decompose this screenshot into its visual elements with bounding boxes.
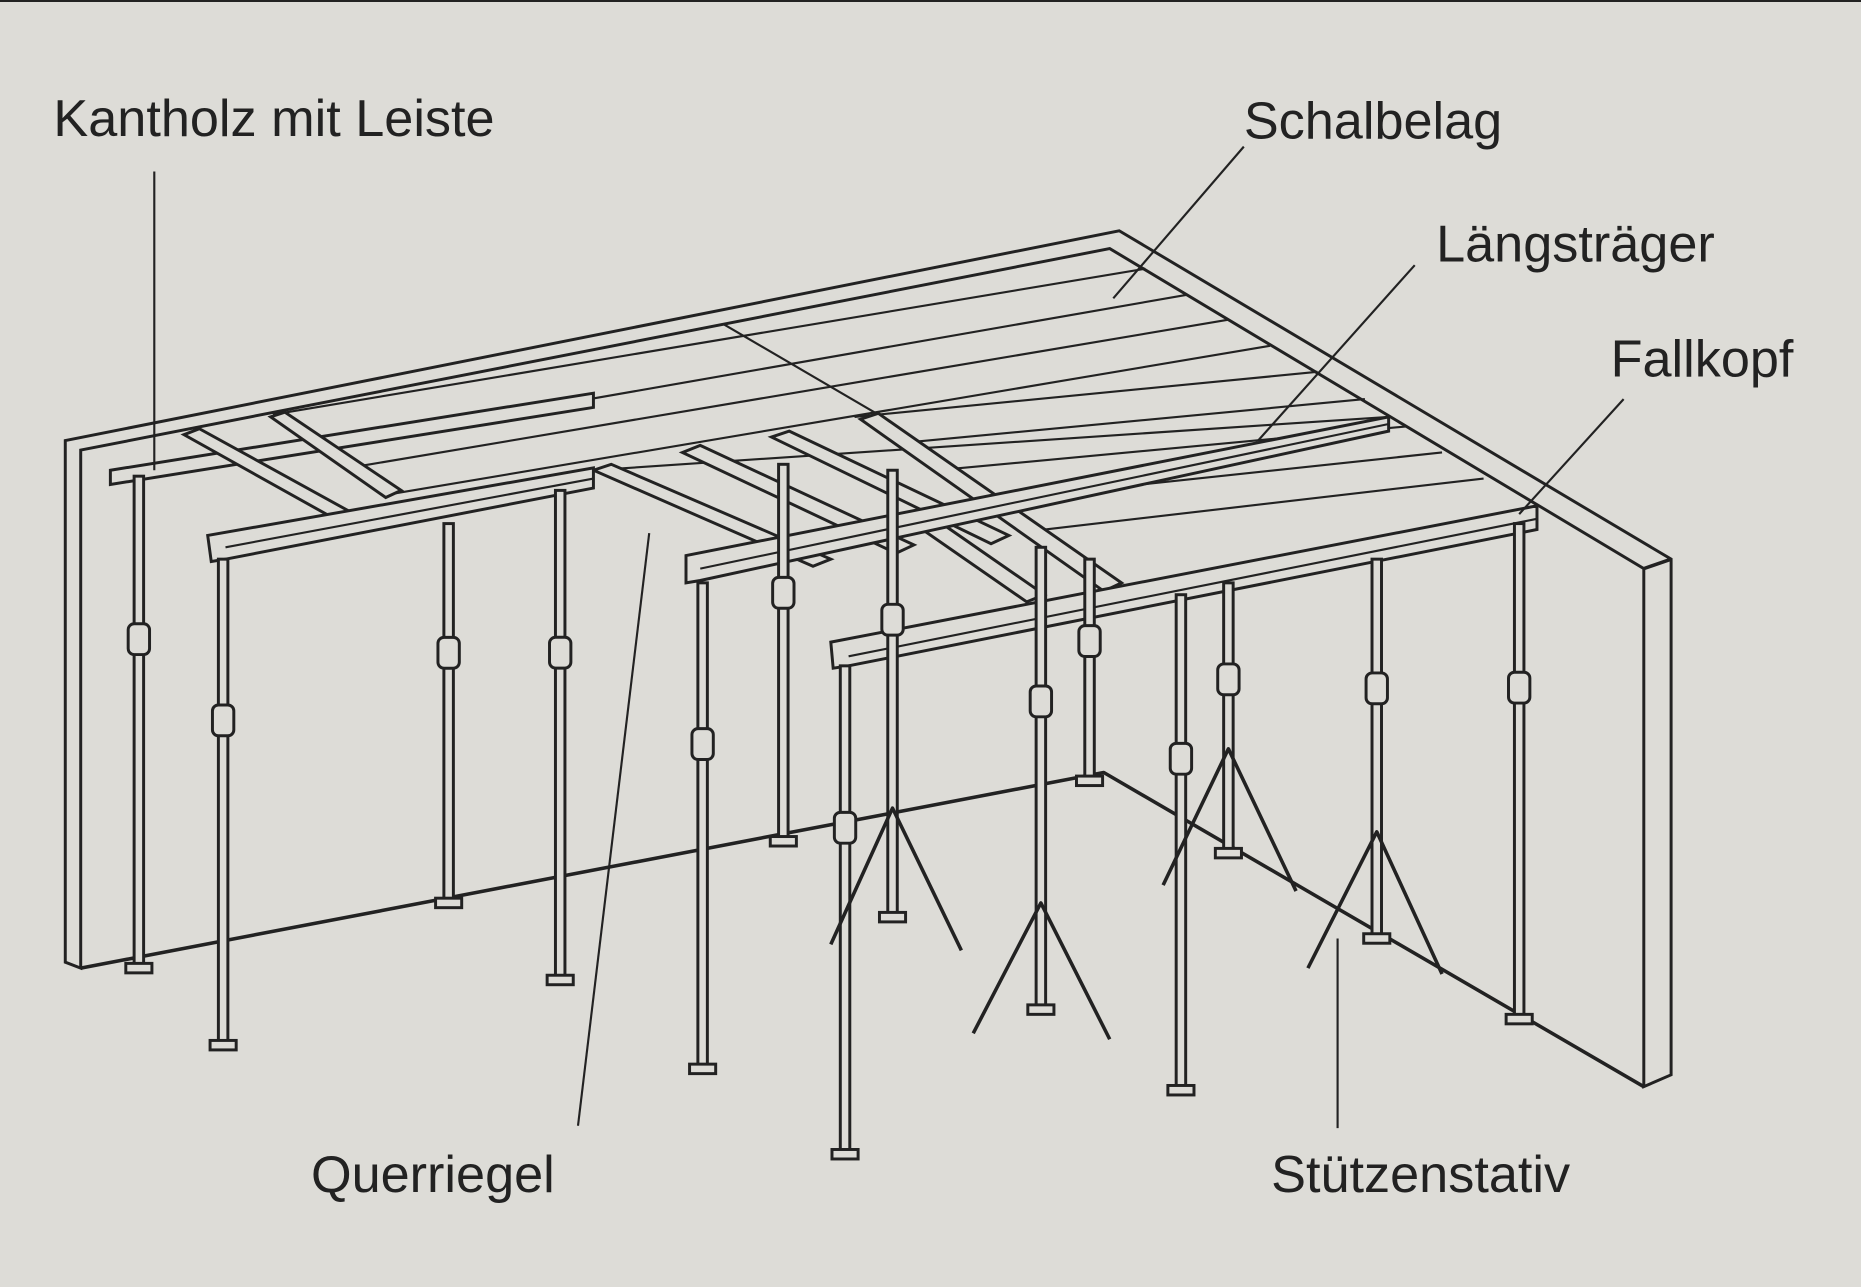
leader-lines [153,145,1625,1129]
prop-base [1504,1012,1534,1026]
prop-base [1075,774,1105,788]
prop-clamp [548,635,573,670]
prop-clamp [832,810,858,845]
prop-base [1213,846,1243,860]
prop-base [688,1062,718,1076]
prop-clamp [1507,670,1532,705]
label-laengstraeger: Längsträger [1436,216,1715,274]
prop-base [434,896,464,910]
prop [442,522,455,905]
prop [216,557,230,1047]
prop-clamp [1364,671,1389,706]
prop-clamp [1216,662,1241,697]
prop-clamp [126,622,152,657]
prop [886,468,899,919]
prop-base [877,910,908,924]
prop-clamp [1028,684,1054,719]
prop [1083,557,1096,783]
prop [696,581,709,1071]
prop-clamp [436,635,461,670]
prop-clamp [690,727,715,761]
prop-clamp [210,703,236,738]
props [124,462,1534,1161]
prop [553,488,567,982]
main-beams [206,415,1539,670]
prop-clamp [1077,624,1102,658]
prop-base [830,1148,860,1161]
prop [1512,522,1526,1021]
prop [132,474,146,970]
prop-base [1362,932,1392,945]
prop [777,462,790,843]
prop-base [1166,1083,1196,1097]
label-querriegel: Querriegel [311,1146,555,1204]
prop [1222,581,1235,855]
prop-clamp [880,602,905,637]
prop [1034,545,1048,1012]
prop-base [768,835,798,848]
prop-base [124,961,154,975]
prop-clamp [1168,741,1194,776]
tripods [829,747,1444,1041]
prop-base [545,973,575,987]
prop-base [208,1038,238,1052]
wall [63,229,1673,1089]
label-schalbelag: Schalbelag [1244,92,1502,150]
label-fallkopf: Fallkopf [1611,331,1794,389]
label-kantholz: Kantholz mit Leiste [53,90,494,148]
prop [1370,557,1383,940]
prop-base [1026,1003,1056,1016]
prop-clamp [771,575,796,610]
label-stuetzenstativ: Stützenstativ [1271,1146,1570,1204]
